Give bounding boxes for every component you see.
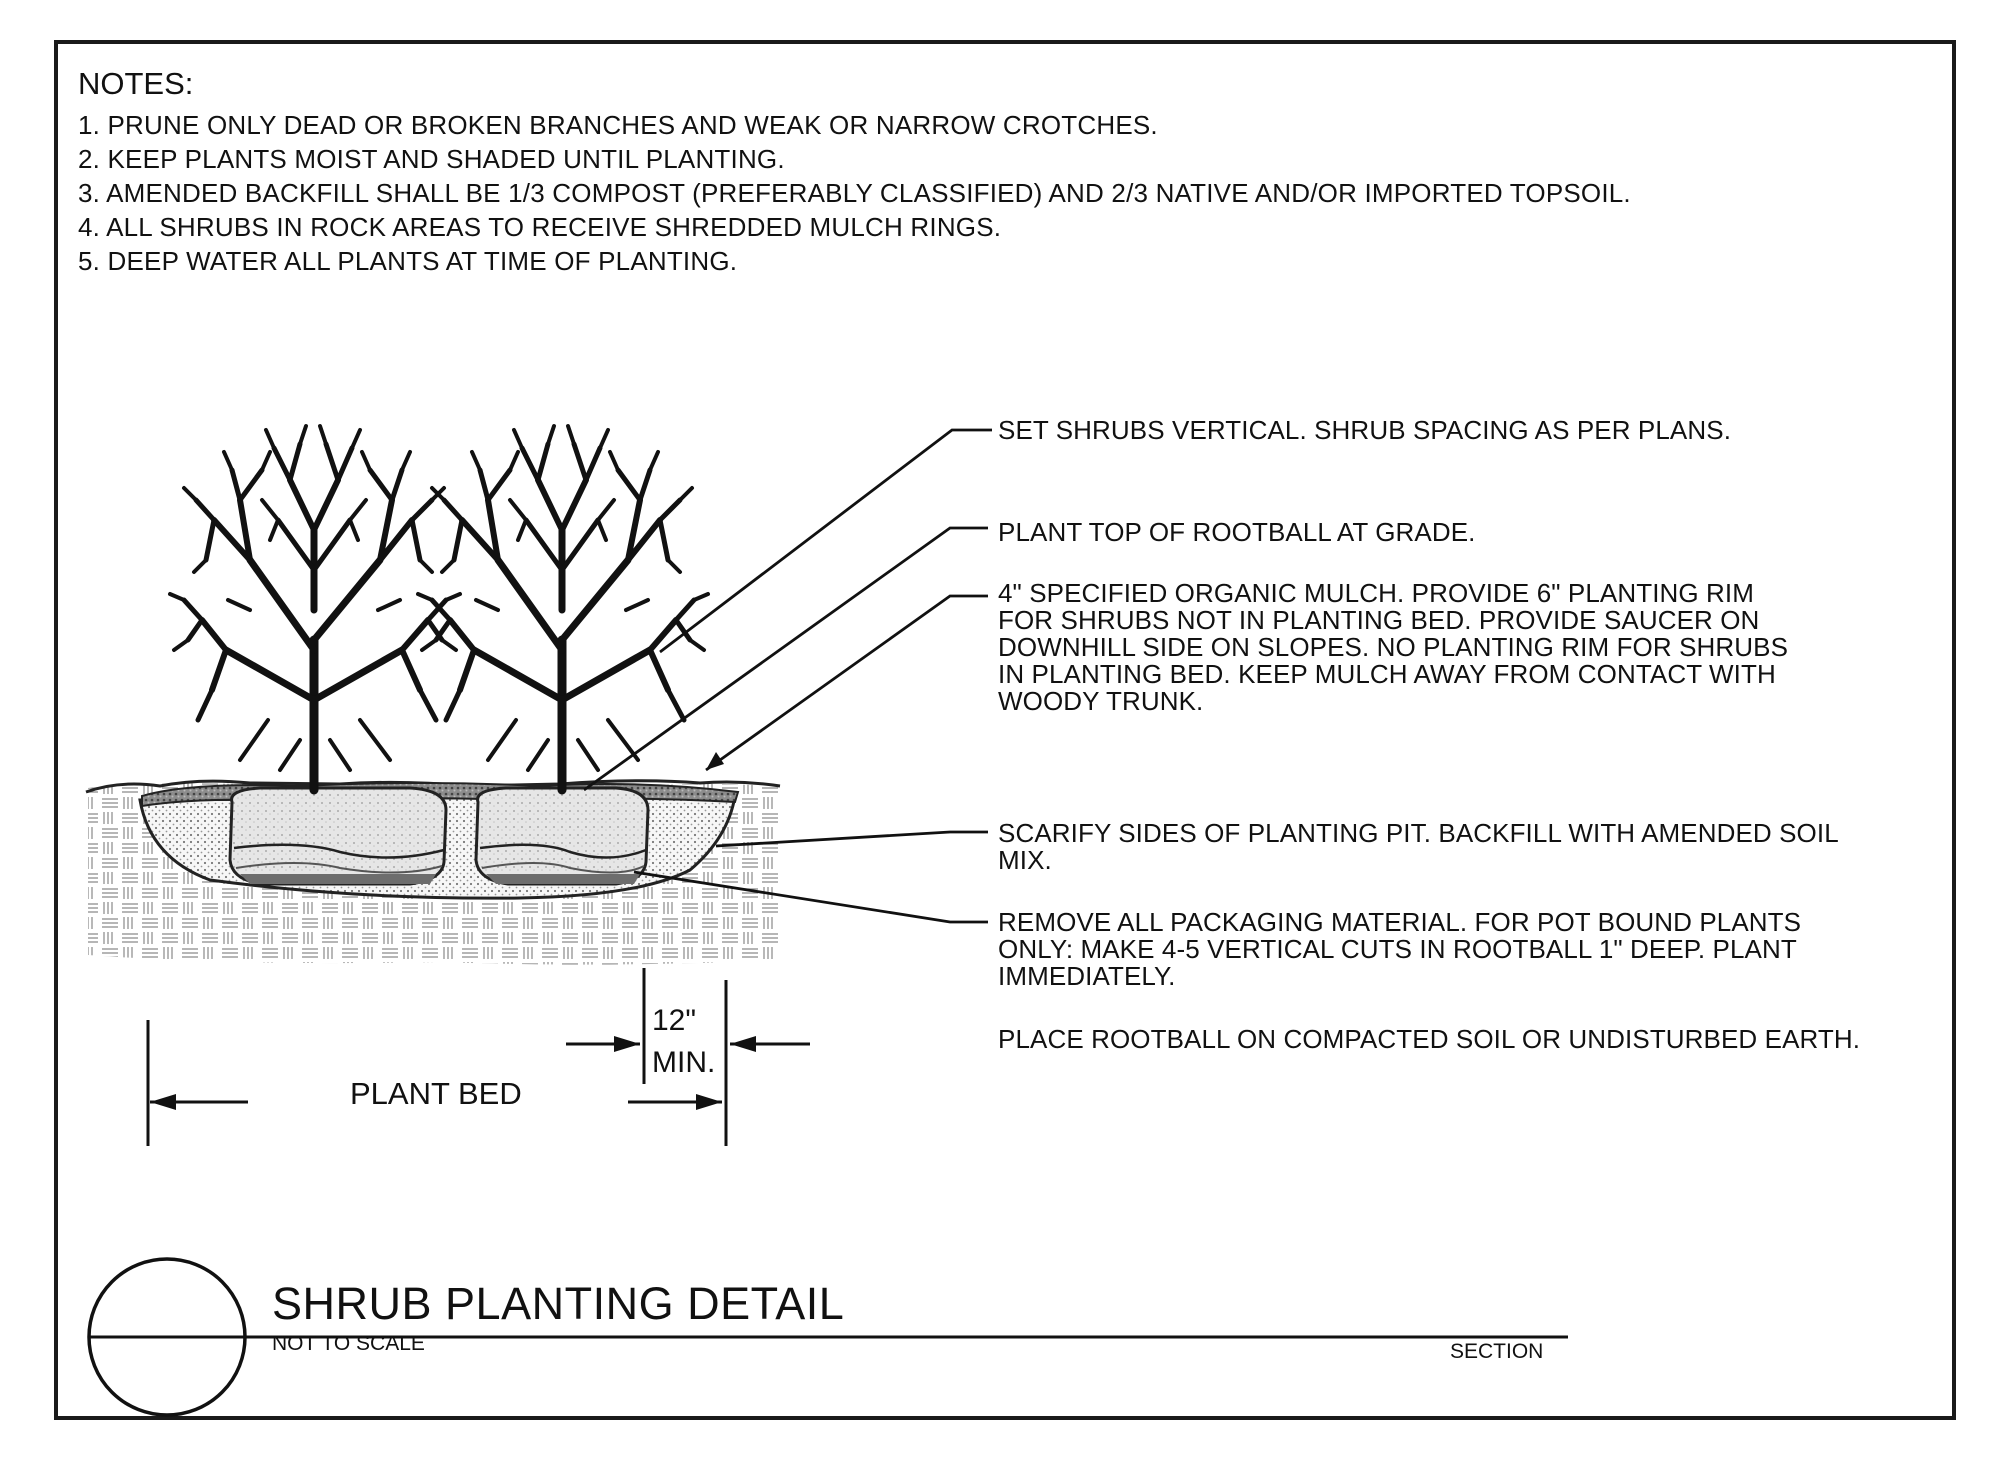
- leader-packaging: [633, 870, 988, 924]
- scale-note: NOT TO SCALE: [272, 1332, 425, 1355]
- notes-title: NOTES:: [78, 66, 194, 101]
- shrub-left: [168, 424, 462, 795]
- min-spacing-label: 12" MIN.: [652, 1004, 716, 1079]
- leader-lines: [583, 428, 992, 924]
- dimension-arrowheads: [150, 1036, 756, 1110]
- rootball-left: [228, 786, 448, 886]
- callout-shrub-vertical: SET SHRUBS VERTICAL. SHRUB SPACING AS PE…: [998, 415, 1732, 445]
- note-item: 1. PRUNE ONLY DEAD OR BROKEN BRANCHES AN…: [78, 110, 1158, 140]
- rootball-right: [474, 786, 650, 886]
- drawing-title: SHRUB PLANTING DETAIL: [272, 1278, 845, 1329]
- drawing-border: [54, 40, 1956, 1420]
- leader-backfill: [715, 830, 988, 848]
- callout-rootball-grade: PLANT TOP OF ROOTBALL AT GRADE.: [998, 517, 1476, 547]
- callout-rootball-placement: PLACE ROOTBALL ON COMPACTED SOIL OR UNDI…: [998, 1024, 1861, 1054]
- title-block-graphics: [87, 1257, 1568, 1417]
- callout-backfill: SCARIFY SIDES OF PLANTING PIT. BACKFILL …: [998, 818, 1839, 875]
- note-item: 5. DEEP WATER ALL PLANTS AT TIME OF PLAN…: [78, 246, 738, 276]
- leader-mulch: [705, 594, 988, 772]
- shrub-right: [416, 424, 710, 795]
- plant-bed-label: PLANT BED: [350, 1076, 522, 1111]
- callout-mulch: 4" SPECIFIED ORGANIC MULCH. PROVIDE 6" P…: [998, 578, 1789, 716]
- notes-block: NOTES: 1. PRUNE ONLY DEAD OR BROKEN BRAN…: [78, 66, 1631, 278]
- view-label: SECTION: [1450, 1340, 1544, 1363]
- leader-mulch-arrowhead: [706, 752, 724, 770]
- note-item: 4. ALL SHRUBS IN ROCK AREAS TO RECEIVE S…: [78, 212, 1002, 242]
- note-item: 3. AMENDED BACKFILL SHALL BE 1/3 COMPOST…: [78, 178, 1631, 208]
- callout-packaging: REMOVE ALL PACKAGING MATERIAL. FOR POT B…: [998, 907, 1802, 991]
- leader-rootball-grade: [583, 526, 988, 792]
- leader-shrub-vertical: [659, 428, 992, 654]
- note-item: 2. KEEP PLANTS MOIST AND SHADED UNTIL PL…: [78, 144, 785, 174]
